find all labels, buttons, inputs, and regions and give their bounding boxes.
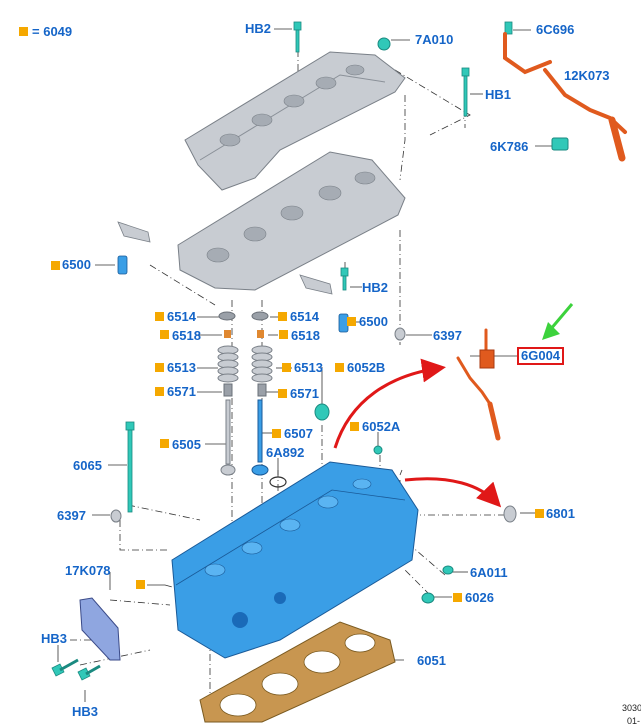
label-6397-right: 6397 xyxy=(433,328,462,343)
label-6052a: 6052A xyxy=(362,419,401,434)
label-hb2-top: HB2 xyxy=(245,21,272,36)
rocker-followers xyxy=(117,221,333,295)
marker-6518-left xyxy=(160,330,169,339)
marker-6500-right xyxy=(347,317,356,326)
bracket xyxy=(79,597,121,661)
marker-6571-right xyxy=(278,389,287,398)
legend-code: 6049 xyxy=(43,24,73,39)
marker-6500-left xyxy=(51,261,60,270)
label-hb2-mid: HB2 xyxy=(362,280,389,295)
camshaft-carrier-lower xyxy=(177,151,406,291)
label-6513-left: 6513 xyxy=(167,360,196,375)
label-hb1: HB1 xyxy=(485,87,512,102)
label-6a892: 6A892 xyxy=(266,445,305,460)
sensor-clip xyxy=(551,137,569,151)
label-6051: 6051 xyxy=(417,653,446,668)
valve-train-right xyxy=(251,311,273,476)
label-6026: 6026 xyxy=(465,590,494,605)
marker-6052b xyxy=(335,363,344,372)
marker-6518-right xyxy=(279,330,288,339)
label-6500-right: 6500 xyxy=(359,314,388,329)
label-6801: 6801 xyxy=(546,506,575,521)
marker-6507 xyxy=(272,429,281,438)
marker-6026 xyxy=(453,593,462,602)
hb3-bolts xyxy=(51,658,101,681)
legend-marker xyxy=(19,27,28,36)
marker-6505 xyxy=(160,439,169,448)
label-6571-right: 6571 xyxy=(290,386,319,401)
label-hb3-b: HB3 xyxy=(72,704,99,719)
label-6505: 6505 xyxy=(172,437,201,452)
label-6c696: 6C696 xyxy=(536,22,575,37)
label-6a011: 6A011 xyxy=(470,565,508,580)
label-6507: 6507 xyxy=(284,426,313,441)
lash-adjusters xyxy=(117,255,349,333)
label-6513-right: 6513 xyxy=(294,360,323,375)
caps xyxy=(110,37,517,604)
label-6k786: 6K786 xyxy=(490,139,529,154)
callout-arrows xyxy=(333,358,502,508)
valve-train-left xyxy=(217,311,239,476)
head-gasket xyxy=(199,621,396,723)
label-7a010: 7A010 xyxy=(415,32,454,47)
marker-6571-left xyxy=(155,387,164,396)
camshaft-carrier-upper xyxy=(184,51,406,191)
marker-6514-right xyxy=(278,312,287,321)
temperature-sensor xyxy=(456,328,501,441)
label-6518-right: 6518 xyxy=(291,328,320,343)
label-6052b: 6052B xyxy=(347,360,386,375)
sensor-harness-top xyxy=(503,32,627,162)
label-6065: 6065 xyxy=(73,458,102,473)
cylinder-head xyxy=(171,461,419,659)
footer-ref-1: 3030 xyxy=(622,703,641,713)
label-6514-right: 6514 xyxy=(290,309,319,324)
label-hb3-a: HB3 xyxy=(41,631,68,646)
label-6518-left: 6518 xyxy=(172,328,201,343)
footer-ref-2: 01- xyxy=(627,716,641,726)
marker-6052a xyxy=(350,422,359,431)
legend-text: = 6049 xyxy=(32,24,72,39)
label-12k073: 12K073 xyxy=(564,68,610,83)
legend-equals: = xyxy=(32,24,40,39)
marker-6801 xyxy=(535,509,544,518)
marker-6513-left xyxy=(155,363,164,372)
label-6571-left: 6571 xyxy=(167,384,196,399)
label-6500-left: 6500 xyxy=(62,257,91,272)
bolts xyxy=(125,21,513,513)
label-17k078: 17K078 xyxy=(65,563,111,578)
label-6397-left: 6397 xyxy=(57,508,86,523)
marker-cylinder-head xyxy=(136,580,145,589)
label-6g004-highlighted: 6G004 xyxy=(517,347,565,365)
marker-6513-right xyxy=(282,363,291,372)
o-ring xyxy=(269,476,287,488)
green-pointer-arrow xyxy=(542,303,574,340)
marker-6514-left xyxy=(155,312,164,321)
label-6514-left: 6514 xyxy=(167,309,196,324)
